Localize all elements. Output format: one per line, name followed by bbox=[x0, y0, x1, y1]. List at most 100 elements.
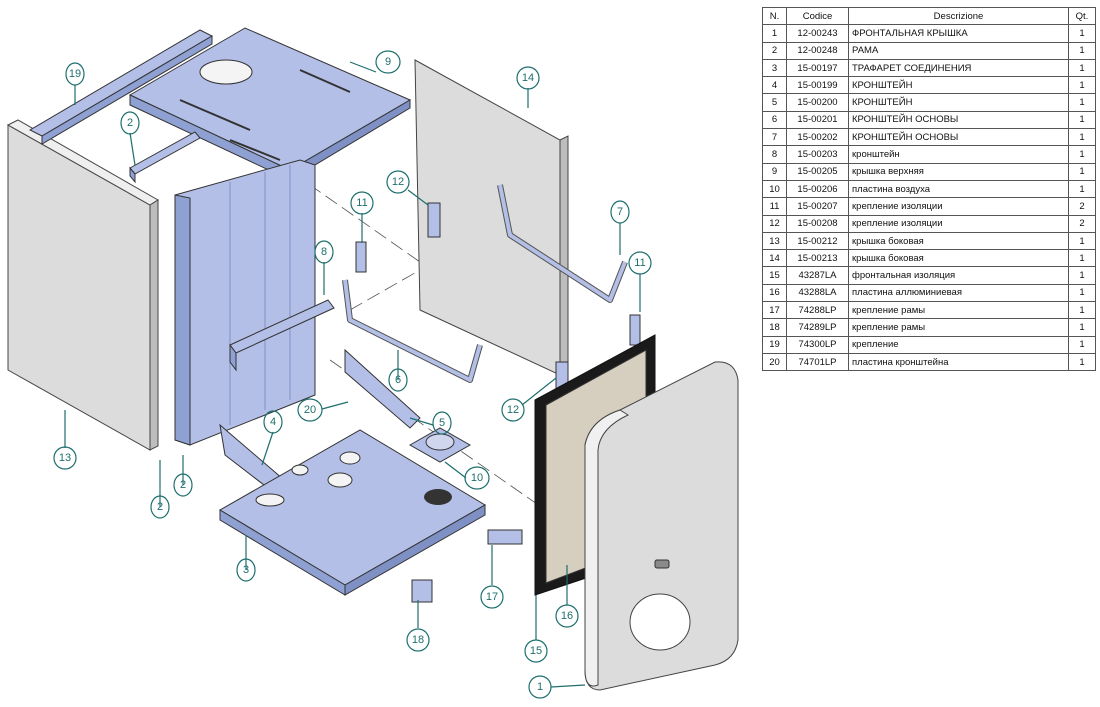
frame-bracket bbox=[129, 131, 201, 184]
cell-quantity: 1 bbox=[1068, 249, 1096, 268]
callout-4-label: 4 bbox=[270, 416, 276, 428]
cell-quantity: 2 bbox=[1068, 197, 1096, 216]
cell-description: крепление рамы bbox=[848, 318, 1069, 337]
base-bracket-6 bbox=[342, 279, 483, 383]
callout-3-bubble bbox=[236, 558, 256, 582]
cell-number: 3 bbox=[762, 58, 787, 78]
header-code: Codice bbox=[786, 6, 849, 26]
callout-10-bubble bbox=[464, 466, 490, 490]
callout-6-bubble bbox=[388, 368, 408, 392]
callout-9-label: 9 bbox=[385, 56, 391, 68]
cell-number: 15 bbox=[762, 266, 787, 285]
cell-code: 15-00202 bbox=[786, 128, 849, 147]
callout-1-label: 1 bbox=[537, 681, 543, 693]
callout-2c-label: 2 bbox=[157, 501, 163, 513]
callout-8-label: 8 bbox=[321, 246, 327, 258]
callout-7-label: 7 bbox=[617, 206, 623, 218]
callout-16-label: 16 bbox=[561, 610, 573, 622]
cell-code: 74289LP bbox=[786, 318, 849, 337]
callout-2a-label: 2 bbox=[127, 117, 133, 129]
cell-code: 15-00205 bbox=[786, 162, 849, 181]
callout-13-bubble bbox=[53, 446, 77, 470]
callout-19-label: 19 bbox=[69, 68, 81, 80]
callout-17-bubble bbox=[480, 585, 504, 609]
cell-code: 12-00243 bbox=[786, 24, 849, 43]
cell-number: 9 bbox=[762, 162, 787, 181]
callout-14-bubble bbox=[516, 66, 540, 90]
header-quantity: Qt. bbox=[1068, 6, 1096, 26]
cell-number: 20 bbox=[762, 352, 787, 372]
cell-description: ФРОНТАЛЬНАЯ КРЫШКА bbox=[848, 24, 1069, 43]
cell-code: 15-00203 bbox=[786, 145, 849, 164]
cell-number: 2 bbox=[762, 41, 787, 60]
cell-quantity: 1 bbox=[1068, 58, 1096, 78]
cell-quantity: 1 bbox=[1068, 76, 1096, 95]
callout-15-label: 15 bbox=[530, 645, 542, 657]
cell-quantity: 1 bbox=[1068, 352, 1096, 372]
callout-18-bubble bbox=[406, 628, 430, 652]
cell-description: крепление bbox=[848, 335, 1069, 354]
cell-code: 74701LP bbox=[786, 352, 849, 372]
callout-11b-bubble bbox=[628, 251, 652, 275]
header-number: N. bbox=[762, 6, 787, 26]
cell-code: 74288LP bbox=[786, 301, 849, 320]
front-cover bbox=[584, 361, 739, 691]
cell-quantity: 1 bbox=[1068, 179, 1096, 199]
air-plate bbox=[408, 427, 472, 463]
cell-code: 15-00199 bbox=[786, 76, 849, 95]
cell-quantity: 1 bbox=[1068, 93, 1096, 112]
cell-quantity: 1 bbox=[1068, 335, 1096, 354]
cell-description: крышка верхняя bbox=[848, 162, 1069, 181]
exploded-view-diagram: 19 2 2 2 3 4 5 6 7 8 9 10 11 11 12 12 13… bbox=[6, 27, 739, 699]
cell-quantity: 1 bbox=[1068, 145, 1096, 164]
callout-12a-label: 12 bbox=[392, 176, 404, 188]
cell-number: 13 bbox=[762, 231, 787, 251]
cell-quantity: 1 bbox=[1068, 162, 1096, 181]
cell-code: 15-00200 bbox=[786, 93, 849, 112]
cell-code: 15-00207 bbox=[786, 197, 849, 216]
cell-code: 15-00201 bbox=[786, 110, 849, 130]
callout-3-label: 3 bbox=[243, 564, 249, 576]
callout-9-bubble bbox=[375, 50, 401, 74]
cell-number: 6 bbox=[762, 110, 787, 130]
cell-description: крепление рамы bbox=[848, 301, 1069, 320]
callout-2b-label: 2 bbox=[180, 479, 186, 491]
callout-2b-bubble bbox=[173, 473, 193, 497]
cell-quantity: 2 bbox=[1068, 214, 1096, 233]
callout-5-label: 5 bbox=[439, 417, 445, 429]
callout-10-label: 10 bbox=[471, 472, 483, 484]
cell-quantity: 1 bbox=[1068, 128, 1096, 147]
callout-5-bubble bbox=[432, 411, 452, 435]
base-plate bbox=[219, 429, 486, 596]
cell-description: КРОНШТЕЙН ОСНОВЫ bbox=[848, 110, 1069, 130]
cell-description: фронтальная изоляция bbox=[848, 266, 1069, 285]
cell-number: 17 bbox=[762, 301, 787, 320]
cell-number: 12 bbox=[762, 214, 787, 233]
callout-16-bubble bbox=[555, 604, 579, 628]
cell-number: 5 bbox=[762, 93, 787, 112]
cell-description: РАМА bbox=[848, 41, 1069, 60]
cell-description: пластина аллюминиевая bbox=[848, 283, 1069, 303]
callout-2a-bubble bbox=[120, 111, 140, 135]
cell-quantity: 1 bbox=[1068, 283, 1096, 303]
cell-number: 18 bbox=[762, 318, 787, 337]
callout-17-label: 17 bbox=[486, 591, 498, 603]
callout-13-label: 13 bbox=[59, 452, 71, 464]
table-header-row: N. Codice Descrizione Qt. bbox=[762, 6, 1096, 26]
top-rail bbox=[28, 29, 214, 145]
cell-code: 15-00212 bbox=[786, 231, 849, 251]
